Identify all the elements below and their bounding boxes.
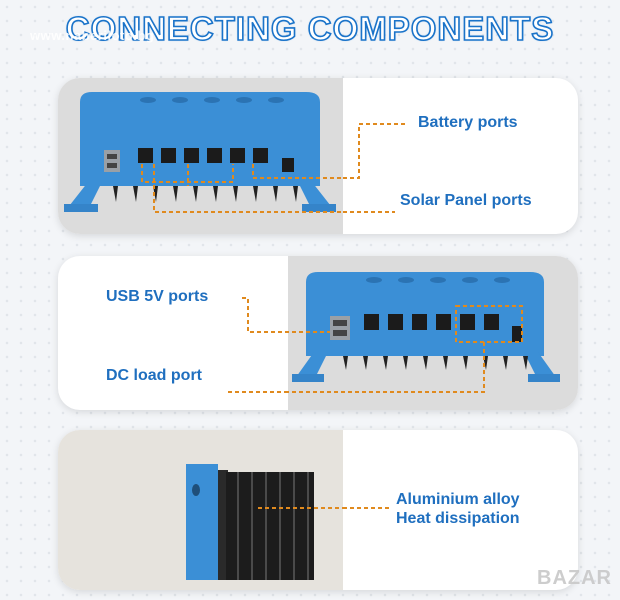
solar-panel-ports-label: Solar Panel ports: [400, 192, 532, 209]
heatsink-photo-side: [58, 430, 343, 590]
heat-dissipation-label-line: Heat dissipation: [396, 510, 520, 527]
connector-lines: [228, 297, 330, 393]
dc-load-port-label: DC load port: [106, 367, 202, 384]
usb-dc-load-card: USB 5V ports DC load port: [58, 256, 578, 410]
heat-dissipation-label-line: Aluminium alloy: [396, 491, 520, 508]
usb-5v-ports-label: USB 5V ports: [106, 288, 209, 305]
controller-photo-top: [58, 78, 343, 234]
page-title: CONNECTING COMPONENTS: [65, 9, 555, 48]
heat-dissipation-label: Aluminium alloy Heat dissipation: [396, 490, 520, 528]
heat-dissipation-card: Aluminium alloy Heat dissipation: [58, 430, 578, 590]
bazar-watermark: BAZAR: [537, 567, 612, 589]
controller-photo-front: [288, 256, 578, 410]
connector-lines: [343, 123, 405, 213]
battery-solar-panel-card: Battery ports Solar Panel ports: [58, 78, 578, 234]
battery-ports-label: Battery ports: [418, 114, 518, 131]
connector-lines: [343, 507, 389, 509]
watermark-text: www.naberiloto.bg: [30, 28, 155, 43]
